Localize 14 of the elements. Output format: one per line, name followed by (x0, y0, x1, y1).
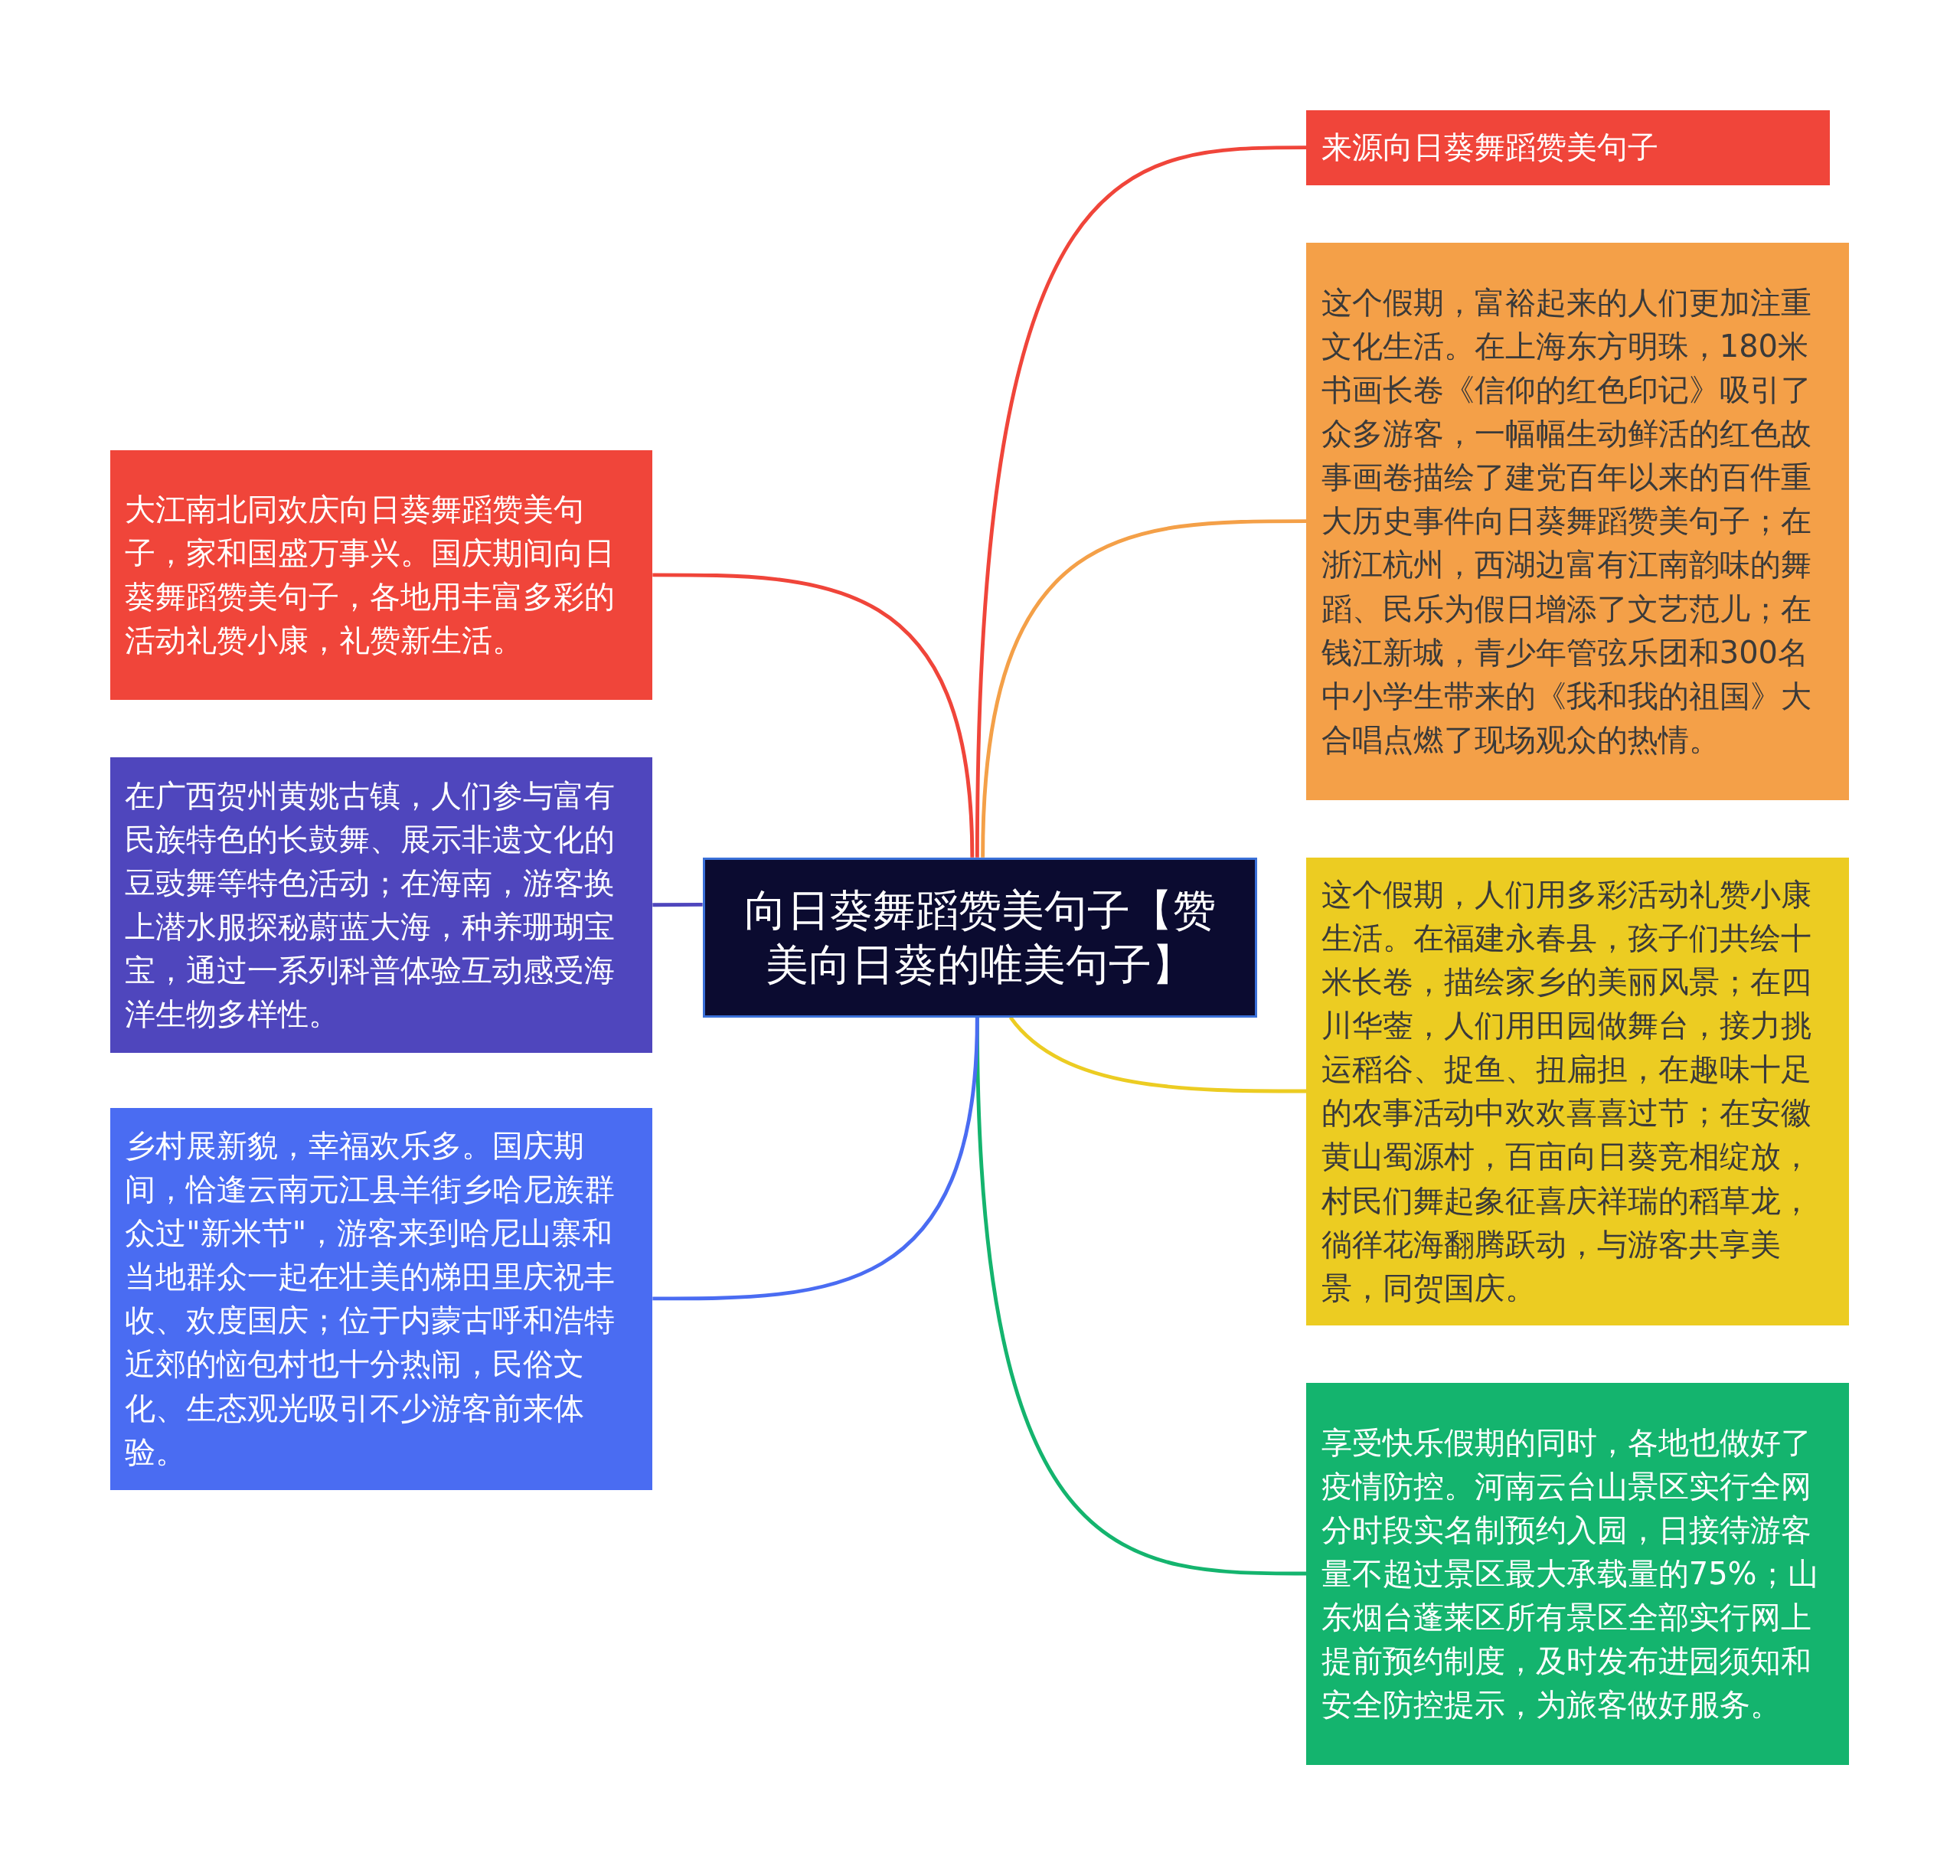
connector-line (975, 145, 1307, 858)
connector-line (981, 519, 1307, 858)
connector-line (1009, 1016, 1307, 1093)
text-box: 乡村展新貌，幸福欢乐多。国庆期间，恰逢云南元江县羊街乡哈尼族群众过"新米节"，游客来到哈尼山寨和当地群众一起在壮美的梯田里庆祝丰收、欢度国庆；位于内蒙古呼和浩特近郊的恼包村也十分热闹，民俗文化、生态观光吸引不少游客前来体验。 (109, 1107, 653, 1491)
connector-line (652, 573, 975, 858)
text-box: 大江南北同欢庆向日葵舞蹈赞美句子，家和国盛万事兴。国庆期间向日葵舞蹈赞美句子，各地用丰富多彩的活动礼赞小康，礼赞新生活。 (109, 449, 653, 701)
text-box: 在广西贺州黄姚古镇，人们参与富有民族特色的长鼓舞、展示非遗文化的豆豉舞等特色活动；在海南，游客换上潜水服探秘蔚蓝大海，种养珊瑚宝宝，通过一系列科普体验互动感受海洋生物多样性。 (109, 757, 653, 1053)
text-box: 这个假期，富裕起来的人们更加注重文化生活。在上海东方明珠，180米书画长卷《信仰的红色印记》吸引了众多游客，一幅幅生动鲜活的红色故事画卷描绘了建党百年以来的百件重大历史事件向日葵舞蹈赞美句子；在浙江杭州，西湖边富有江南韵味的舞蹈、民乐为假日增添了文艺范儿；在钱江新城，青少年管弦乐团和300名中小学生带来的《我和我的祖国》大合唱点燃了现场观众的热情。 (1306, 242, 1849, 800)
text-box: 享受快乐假期的同时，各地也做好了疫情防控。河南云台山景区实行全网分时段实名制预约入园，日接待游客量不超过景区最大承载量的75%；山东烟台蓬莱区所有景区全部实行网上提前预约制度，及时发布进园须知和安全防控提示，为旅客做好服务。 (1306, 1382, 1849, 1766)
text-box: 这个假期，人们用多彩活动礼赞小康生活。在福建永春县，孩子们共绘十米长卷，描绘家乡的美丽风景；在四川华蓥，人们用田园做舞台，接力挑运稻谷、捉鱼、扭扁担，在趣味十足的农事活动中欢欢喜喜过节；在安徽黄山蜀源村，百亩向日葵竞相绽放，村民们舞起象征喜庆祥瑞的稻草龙，徜徉花海翻腾跃动，与游客共享美景，同贺国庆。 (1306, 858, 1849, 1325)
connector-line (652, 1017, 979, 1301)
source-box: 来源向日葵舞蹈赞美句子 (1306, 109, 1831, 185)
connector-line (652, 902, 703, 907)
topic-box: 向日葵舞蹈赞美句子【赞美向日葵的唯美句子】 (702, 858, 1258, 1018)
